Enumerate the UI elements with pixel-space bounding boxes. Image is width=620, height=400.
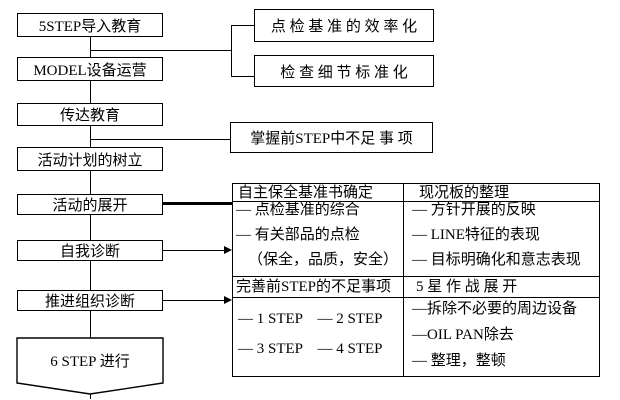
table-item: — LINE特征的表现: [412, 227, 540, 243]
table-row-border-2: [233, 276, 599, 277]
callout-bracket-stub-top: [231, 25, 254, 26]
branch-line-to-shortcomings: [90, 139, 230, 140]
connector-step6-step7: [90, 261, 91, 290]
table-item: （保全，品质，安全）: [248, 252, 399, 268]
table-section2-right-items: —拆除不必要的周边设备 —OIL PAN除去 — 整理，整顿: [412, 296, 577, 374]
flow-step-7-box: 推进组织诊断: [17, 290, 163, 311]
table-item: — 3 STEP — 4 STEP: [238, 341, 383, 357]
table-item: — 点检基准的综合: [236, 202, 360, 218]
table-item: — 方针开展的反映: [412, 202, 536, 218]
link-deploy-to-table-thick: [163, 202, 232, 205]
callout-check-standardization-box: 检 查 细 节 标 准 化: [254, 55, 434, 87]
connector-final-tail: [90, 392, 91, 399]
table-item: — 目标明确化和意志表现: [412, 252, 581, 268]
table-row-border-1: [233, 201, 599, 202]
flow-step-2-box: MODEL设备运营: [17, 57, 163, 81]
link-selfdiag-to-table: [163, 250, 225, 251]
table-section2-right-header: 5 星 作 战 展 开: [416, 279, 518, 295]
table-section2-left-header: 完善前STEP的不足事项: [236, 279, 392, 295]
table-item: — 整理，整顿: [412, 353, 506, 369]
table-item: —拆除不必要的周边设备: [412, 301, 578, 317]
detail-table: 自主保全基准书确定 现况板的整理 — 点检基准的综合 — 有关部品的点检 （保全…: [232, 183, 600, 377]
table-column-divider: [403, 184, 404, 376]
flow-step-1-box: 5STEP导入教育: [17, 13, 163, 37]
branch-line-to-callouts: [90, 50, 231, 51]
table-section2-left-items: — 1 STEP — 2 STEP — 3 STEP — 4 STEP: [238, 304, 382, 364]
connector-step7-final: [90, 311, 91, 338]
table-item: —OIL PAN除去: [412, 327, 514, 343]
final-step-pentagon: [16, 337, 164, 395]
table-section1-right-items: — 方针开展的反映 — LINE特征的表现 — 目标明确化和意志表现: [412, 198, 581, 273]
table-item: — 1 STEP — 2 STEP: [238, 311, 383, 327]
callout-grasp-shortcomings-box: 掌握前STEP中不足 事 项: [230, 122, 433, 153]
table-section1-left-items: — 点检基准的综合 — 有关部品的点检 （保全，品质，安全）: [236, 198, 398, 273]
table-section1-left-header: 自主保全基准书确定: [238, 185, 374, 201]
callout-inspection-efficiency-box: 点 检 基 准 的 效 率 化: [254, 9, 434, 42]
callout-bracket-line: [231, 25, 232, 76]
connector-step5-step6: [90, 215, 91, 240]
callout-bracket-stub-bottom: [231, 76, 254, 77]
flow-step-4-box: 活动计划的树立: [17, 147, 163, 171]
table-row-border-3: [233, 297, 599, 298]
connector-step1-step2: [90, 37, 91, 57]
connector-step4-step5: [90, 171, 91, 194]
flow-step-3-box: 传达教育: [17, 103, 163, 126]
table-item: — 有关部品的点检: [236, 227, 360, 243]
flow-final-step-label: 6 STEP 进行: [50, 354, 130, 370]
table-section1-right-header: 现况板的整理: [419, 185, 510, 201]
connector-step2-step3: [90, 81, 91, 103]
flow-step-6-box: 自我诊断: [17, 240, 163, 261]
flow-step-5-box: 活动的展开: [17, 194, 163, 215]
arrow-head-icon: [224, 296, 232, 304]
arrow-head-icon: [224, 246, 232, 254]
connector-step3-step4: [90, 126, 91, 147]
link-orgdiag-to-table: [163, 300, 225, 301]
